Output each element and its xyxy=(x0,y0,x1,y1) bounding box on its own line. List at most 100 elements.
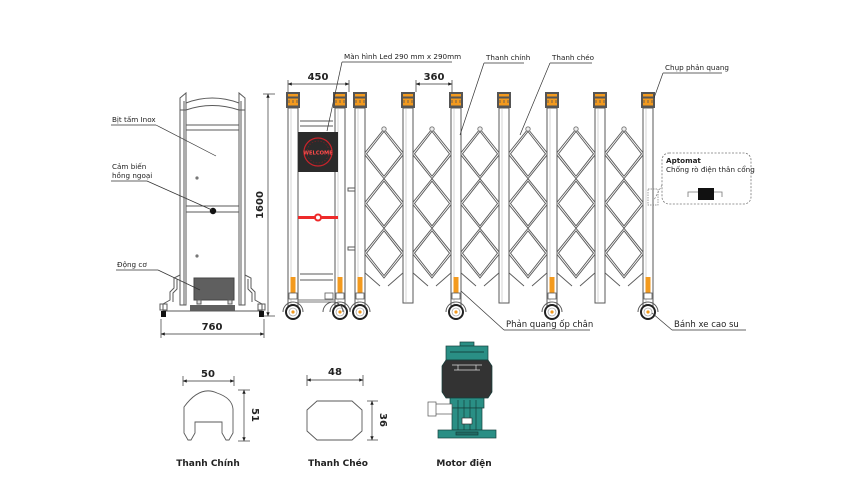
reflector-cap-icon xyxy=(286,92,300,108)
side-arch xyxy=(185,97,240,104)
foot-reflector-strip xyxy=(357,277,363,293)
lattice-bay xyxy=(555,126,597,287)
cross-bar-diamond xyxy=(605,180,643,227)
cross-bar-diamond xyxy=(557,130,595,177)
led-welcome-text: WELCOME xyxy=(303,151,333,157)
cross-bar-diamond xyxy=(507,227,549,279)
cross-bar-diamond xyxy=(555,128,597,180)
cross-bar-diamond xyxy=(459,128,501,180)
lattice-bay xyxy=(411,126,453,287)
cross-bar-diamond xyxy=(461,130,499,177)
rubber-wheel-icon xyxy=(322,301,344,313)
main-bar-post xyxy=(541,92,563,320)
hinge-pin-icon xyxy=(621,126,627,132)
aptomat-subtitle: Chống rò điện thân cổng xyxy=(666,165,755,174)
cross-bar-foot xyxy=(363,271,405,287)
label-reflector-cap: Chụp phản quang xyxy=(665,63,729,72)
cross-bar-section-shape xyxy=(306,400,363,441)
hinge-pin-icon xyxy=(429,126,435,132)
main-bar-section-shape xyxy=(183,390,234,441)
cross-bar-diamond xyxy=(459,227,501,279)
main-bar-post xyxy=(593,92,607,304)
foot-reflector-strip xyxy=(290,277,296,293)
cross-bar-diamond xyxy=(507,177,549,230)
main-bar-post xyxy=(637,92,659,320)
label-motor: Động cơ xyxy=(117,260,147,269)
caption-main-bar: Thanh Chính xyxy=(176,459,239,469)
head-base-bar xyxy=(297,299,336,303)
cross-bar-diamond xyxy=(557,230,595,277)
cross-bar-lattice xyxy=(363,126,645,287)
main-bar-post xyxy=(349,92,371,320)
cross-bar-diamond xyxy=(411,227,453,279)
label-rubber-wheel: Bánh xe cao su xyxy=(674,320,739,330)
lattice-bay xyxy=(363,126,405,287)
cross-bar-diamond xyxy=(603,227,645,279)
cross-bar-diamond xyxy=(557,180,595,227)
cross-bar-diamond xyxy=(459,177,501,230)
head-wheel-bracket xyxy=(324,292,334,300)
led-screen: WELCOME xyxy=(298,132,338,172)
cross-bar-diamond xyxy=(411,128,453,180)
cross-bar-diamond xyxy=(605,130,643,177)
cross-bar-diamond xyxy=(365,180,403,227)
cross-bar-diamond xyxy=(605,230,643,277)
cross-bar-foot xyxy=(507,271,549,287)
rubber-wheel-icon xyxy=(637,292,659,320)
rubber-wheel-icon xyxy=(282,292,304,320)
label-led-screen: Màn hình Led 290 mm x 290mm xyxy=(344,52,461,61)
foot-reflector-strip xyxy=(549,277,555,293)
lattice-bay xyxy=(603,126,645,287)
cross-bar-diamond xyxy=(507,128,549,180)
cross-bar-foot xyxy=(411,271,453,287)
cross-bar-diamond xyxy=(363,128,405,180)
cross-bar-foot xyxy=(459,271,501,287)
cross-bar-diamond xyxy=(603,128,645,180)
cross-bar-foot xyxy=(603,271,645,287)
label-plate: Bịt tấm Inox xyxy=(112,115,156,124)
dim-pitch-360: 360 xyxy=(424,72,445,83)
dim-height-1600: 1600 xyxy=(255,191,266,219)
cross-bar-diamond xyxy=(461,230,499,277)
lattice-bay xyxy=(507,126,549,287)
logo-bar xyxy=(298,213,338,222)
front-posts xyxy=(282,92,659,320)
rubber-wheel-icon xyxy=(445,292,467,320)
foot-reflector-strip xyxy=(337,277,343,293)
rubber-wheel-icon xyxy=(349,292,371,320)
side-view xyxy=(159,91,266,317)
cross-bar-diamond xyxy=(509,230,547,277)
cross-bar-foot xyxy=(555,271,597,287)
cross-bar-diamond xyxy=(413,130,451,177)
cross-bar-diamond xyxy=(509,180,547,227)
side-dimensions xyxy=(160,93,275,338)
reflector-cap-icon xyxy=(641,92,655,108)
cross-bar-diamond xyxy=(365,230,403,277)
dim-cross-bar-height: 36 xyxy=(377,413,388,427)
cross-bar-diamond xyxy=(461,180,499,227)
cross-bar-diamond xyxy=(363,227,405,279)
side-left-post xyxy=(179,91,187,306)
foot-reflector-strip xyxy=(453,277,459,293)
cross-bar-diamond xyxy=(555,227,597,279)
main-bar-post xyxy=(401,92,415,304)
dim-head-450: 450 xyxy=(308,72,329,83)
dim-cross-bar-width: 48 xyxy=(328,367,342,378)
reflector-cap-icon xyxy=(353,92,367,108)
aptomat-callout xyxy=(647,152,752,206)
main-bar-post xyxy=(445,92,467,320)
profile-cross-bar xyxy=(306,400,363,441)
hinge-pin-icon xyxy=(381,126,387,132)
cross-bar-diamond xyxy=(413,230,451,277)
label-sensor-line1: Cảm biến xyxy=(112,162,146,171)
aptomat-title: Aptomat xyxy=(666,156,701,165)
profile-main-bar-dims xyxy=(182,376,250,442)
motor-illustration xyxy=(427,341,497,439)
front-leaders xyxy=(326,61,746,331)
head-panel xyxy=(300,120,356,281)
label-main-bar: Thanh chính xyxy=(485,53,530,62)
cross-bar-diamond xyxy=(555,177,597,230)
hinge-pin-icon xyxy=(525,126,531,132)
reflector-cap-icon xyxy=(497,92,511,108)
